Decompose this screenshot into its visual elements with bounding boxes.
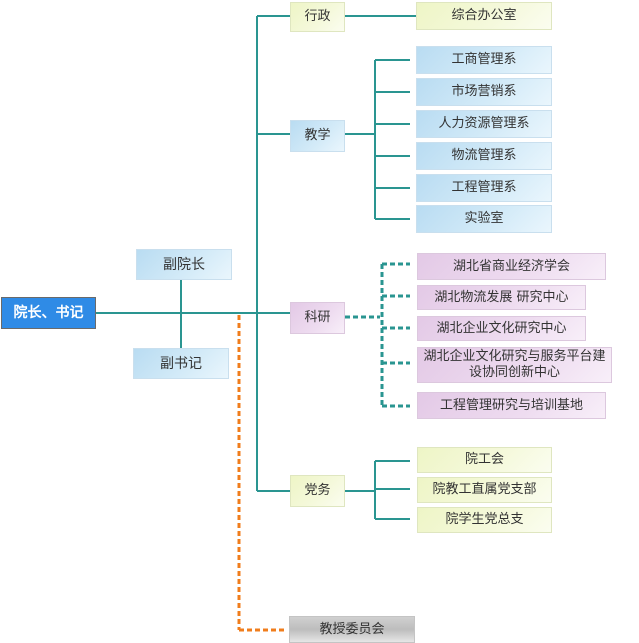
branch-admin[interactable]: 行政 (290, 2, 345, 32)
teaching-child-node[interactable]: 物流管理系 (416, 142, 552, 170)
teaching-child-label: 工程管理系 (451, 180, 517, 195)
teaching-child-label: 物流管理系 (451, 148, 517, 163)
party-child-label: 院工会 (464, 452, 504, 467)
party-child-node[interactable]: 院工会 (417, 447, 552, 473)
branch-research[interactable]: 科研 (290, 302, 345, 334)
teaching-child-label: 市场营销系 (451, 84, 517, 99)
teaching-child-node[interactable]: 人力资源管理系 (416, 110, 552, 138)
party-child-node[interactable]: 院学生党总支 (417, 507, 552, 533)
branch-party[interactable]: 党务 (290, 475, 345, 507)
research-child-label: 湖北企业文化研究中心 (436, 320, 567, 336)
branch-party-label: 党务 (304, 483, 331, 498)
branch-teaching[interactable]: 教学 (290, 120, 345, 152)
branch-admin-label: 行政 (304, 9, 331, 24)
research-child-label: 湖北企业文化研究与服务平台建设协同创新中心 (423, 349, 606, 380)
teaching-child-node[interactable]: 实验室 (416, 205, 552, 233)
party-child-label: 院学生党总支 (445, 512, 524, 527)
teaching-child-node[interactable]: 工商管理系 (416, 46, 552, 74)
research-child-node[interactable]: 湖北物流发展 研究中心 (417, 285, 586, 310)
teaching-child-node[interactable]: 工程管理系 (416, 174, 552, 202)
branch-teaching-label: 教学 (304, 128, 331, 143)
branch-research-label: 科研 (304, 310, 331, 325)
research-child-label: 工程管理研究与培训基地 (439, 397, 583, 413)
admin-child-label: 综合办公室 (451, 8, 517, 23)
teaching-child-label: 工商管理系 (451, 52, 517, 67)
research-child-node[interactable]: 湖北企业文化研究与服务平台建设协同创新中心 (417, 347, 612, 383)
teaching-child-label: 实验室 (464, 211, 504, 226)
research-child-node[interactable]: 湖北企业文化研究中心 (417, 316, 586, 341)
deputy-secretary-label: 副书记 (160, 355, 202, 372)
committee-connector (237, 315, 285, 632)
research-child-label: 湖北物流发展 研究中心 (434, 289, 569, 305)
committee-label: 教授委员会 (319, 621, 385, 637)
vice-president-node[interactable]: 副院长 (136, 249, 232, 280)
research-child-label: 湖北省商业经济学会 (452, 258, 570, 274)
admin-child-node[interactable]: 综合办公室 (416, 2, 552, 30)
committee-node[interactable]: 教授委员会 (289, 616, 415, 643)
research-child-node[interactable]: 工程管理研究与培训基地 (417, 392, 606, 419)
vice-president-label: 副院长 (163, 256, 205, 273)
root-node[interactable]: 院长、书记 (1, 297, 96, 329)
teaching-child-label: 人力资源管理系 (438, 116, 530, 131)
teaching-child-node[interactable]: 市场营销系 (416, 78, 552, 106)
deputy-secretary-node[interactable]: 副书记 (133, 348, 229, 379)
party-child-node[interactable]: 院教工直属党支部 (417, 477, 552, 503)
research-child-node[interactable]: 湖北省商业经济学会 (417, 253, 606, 280)
party-child-label: 院教工直属党支部 (432, 482, 537, 497)
root-label: 院长、书记 (13, 305, 84, 321)
